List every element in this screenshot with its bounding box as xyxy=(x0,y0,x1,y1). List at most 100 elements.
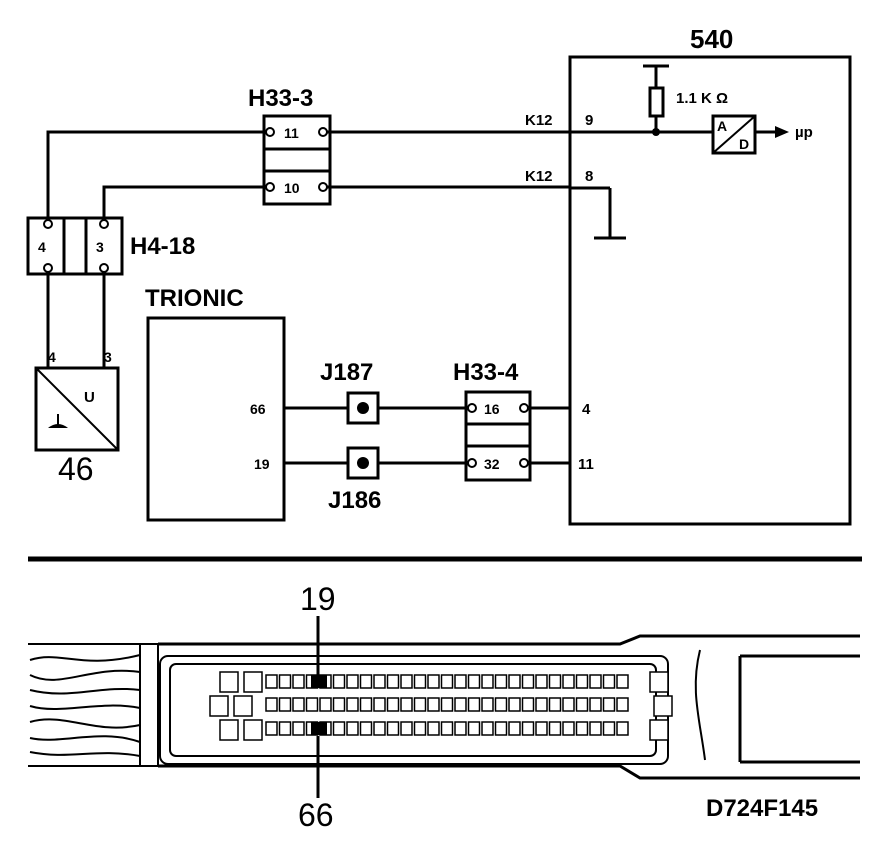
pin-cavity xyxy=(400,721,413,736)
j186-label: J186 xyxy=(328,487,381,514)
pin-cavity xyxy=(386,721,400,736)
pin-cavity xyxy=(602,697,616,712)
connector-end-block xyxy=(649,719,669,741)
pin-cavity xyxy=(535,674,548,689)
connector-end-block xyxy=(209,695,229,717)
ad-converter-d: D xyxy=(739,136,749,152)
wire-h4-18-4-to-h33-3-11 xyxy=(46,130,266,218)
pin-cavity xyxy=(292,697,305,712)
pin-cavity xyxy=(454,674,467,689)
sensor-46-pin-3: 3 xyxy=(104,349,112,365)
sensor-46-symbol: U xyxy=(84,389,95,406)
pin-cavity xyxy=(413,674,427,689)
pin-cavity xyxy=(359,697,373,712)
connector-pin-19-label: 19 xyxy=(300,581,336,617)
h33-3-pin-10: 10 xyxy=(284,180,300,196)
pin-66-highlight xyxy=(311,722,327,735)
pin-cavity xyxy=(508,721,521,736)
h4-18-pin4-top xyxy=(43,219,53,229)
pin-cavity xyxy=(481,697,494,712)
connector-pin-66-label: 66 xyxy=(298,797,334,833)
pin-cavity xyxy=(278,697,292,712)
pin-cavity xyxy=(427,697,440,712)
pin-cavity xyxy=(481,721,494,736)
pin-cavity xyxy=(521,674,535,689)
pin-cavity xyxy=(589,697,602,712)
connector-end-block xyxy=(219,719,239,741)
pin-cavity xyxy=(305,697,319,712)
pin-cavity xyxy=(467,721,481,736)
ecu-pin-11: 11 xyxy=(578,456,594,473)
pin-cavity xyxy=(292,721,305,736)
h4-18-label: H4-18 xyxy=(130,233,195,260)
pin-cavity xyxy=(427,721,440,736)
connector-end-block xyxy=(219,671,239,693)
pin-cavity xyxy=(413,721,427,736)
ecu-pin-4: 4 xyxy=(582,401,591,418)
pin-cavity xyxy=(359,674,373,689)
connector-end-block xyxy=(243,671,263,693)
pin-cavity xyxy=(589,674,602,689)
wire-harness xyxy=(28,643,141,767)
connector-end-block xyxy=(653,695,673,717)
pin-cavity xyxy=(616,721,629,736)
pin-cavity xyxy=(589,721,602,736)
pin-cavity xyxy=(548,674,562,689)
wire-code-k12-bottom: K12 xyxy=(525,168,553,185)
pin-cavity xyxy=(548,697,562,712)
ecu-pin-9: 9 xyxy=(585,112,593,129)
h33-4-label: H33-4 xyxy=(453,359,519,386)
pin-cavity xyxy=(346,697,359,712)
pin-cavity xyxy=(278,674,292,689)
h33-4-pin16-left xyxy=(467,403,477,413)
h4-18-pin3-top xyxy=(99,219,109,229)
resistor-symbol xyxy=(648,86,665,118)
ad-output-arrow xyxy=(775,126,789,138)
pin-cavity xyxy=(481,674,494,689)
ecu-pin-8: 8 xyxy=(585,168,593,185)
pin-cavity xyxy=(467,674,481,689)
h33-3-label: H33-3 xyxy=(248,85,313,112)
pin-rows xyxy=(209,671,673,741)
pin-cavity xyxy=(265,674,278,689)
pin-cavity xyxy=(427,674,440,689)
pin-cavity xyxy=(413,697,427,712)
connector-end-block xyxy=(233,695,253,717)
pin-cavity xyxy=(440,674,454,689)
locking-slide xyxy=(738,654,860,764)
pin-cavity xyxy=(508,674,521,689)
pin-cavity xyxy=(575,674,589,689)
pin-cavity xyxy=(440,721,454,736)
ad-converter-a: A xyxy=(717,118,727,134)
figure-id: D724F145 xyxy=(706,795,818,822)
pin-cavity xyxy=(548,721,562,736)
pin-cavity xyxy=(386,674,400,689)
pin-cavity xyxy=(454,697,467,712)
sensor-46-label: 46 xyxy=(58,451,94,487)
trionic-label: TRIONIC xyxy=(145,285,244,312)
ecu-540-box xyxy=(568,55,852,526)
ad-converter-diagonal xyxy=(712,115,756,154)
pin-cavity xyxy=(359,721,373,736)
housing-top-edge xyxy=(158,634,860,646)
pin-cavity xyxy=(265,697,278,712)
wire-h4-18-3-to-h33-3-10 xyxy=(102,185,266,218)
trionic-pin-66: 66 xyxy=(250,401,266,417)
pin-cavity xyxy=(575,697,589,712)
pin-cavity xyxy=(616,674,629,689)
harness-clamp xyxy=(139,643,159,767)
pin-cavity xyxy=(535,697,548,712)
j186-splice-dot xyxy=(357,457,369,469)
pin-cavity xyxy=(373,721,386,736)
pin-cavity xyxy=(467,697,481,712)
ecu-540-label: 540 xyxy=(690,24,733,54)
connector-end-block xyxy=(243,719,263,741)
pin-cavity xyxy=(575,721,589,736)
locking-lever xyxy=(694,649,706,761)
connector-view xyxy=(28,634,860,780)
connector-end-block xyxy=(649,671,669,693)
pin-cavity xyxy=(346,721,359,736)
trionic-box xyxy=(146,316,286,522)
pin-cavity xyxy=(319,697,332,712)
wire-code-k12-top: K12 xyxy=(525,112,553,129)
